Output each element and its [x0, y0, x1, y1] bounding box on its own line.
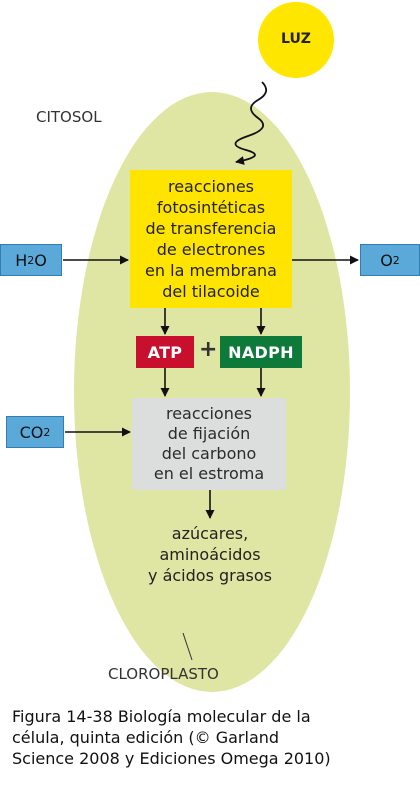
figure-caption: Figura 14-38 Biología molecular de la cé…	[12, 707, 331, 768]
chloroplast-label: CLOROPLASTO	[108, 665, 219, 683]
h2o-tail: O	[34, 250, 47, 270]
products-text: azúcares, aminoácidos y ácidos grasos	[148, 524, 272, 585]
carbon-fixation-box: reacciones de fijación del carbono en el…	[132, 398, 286, 490]
h2o-subscript: 2	[27, 253, 35, 267]
h2o-base: H	[15, 250, 28, 270]
light-wavy-arrow	[234, 81, 268, 165]
atp-box: ATP	[136, 336, 194, 368]
sun-label: LUZ	[281, 31, 311, 47]
o2-base: O	[380, 250, 393, 270]
o2-subscript: 2	[392, 253, 400, 267]
photosynthetic-reactions-box: reacciones fotosintéticas de transferenc…	[130, 170, 292, 308]
nadph-box: NADPH	[220, 336, 302, 368]
cytosol-label: CITOSOL	[36, 108, 102, 126]
chloroplast-leader-line	[182, 632, 193, 661]
sun-circle	[258, 2, 334, 78]
plus-sign: +	[199, 337, 218, 362]
co2-base: CO	[19, 422, 44, 442]
co2-subscript: 2	[43, 425, 51, 439]
